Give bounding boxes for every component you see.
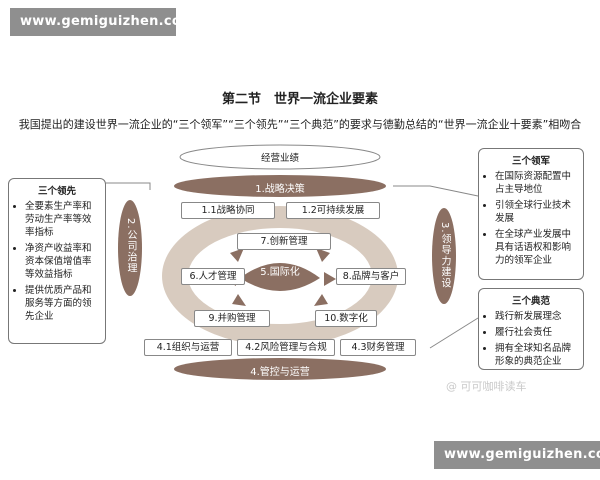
strategy-pill [174,175,386,197]
right-panel-three-leaders: 三个领军 在国际资源配置中占主导地位 引领全球行业技术发展 在全球产业发展中具有… [478,148,584,280]
control-item-4-1: 4.1组织与运营 [144,339,232,356]
governance-label: 2.公司治理 [125,218,136,274]
page-subtitle: 我国提出的建设世界一流企业的“三个领军”“三个领先”“三个典范”的要求与德勤总结… [18,118,582,131]
right-bottom-panel-title: 三个典范 [511,296,550,307]
control-pill [174,358,386,380]
watermark-top: www.gemiguizhen.com [10,8,195,36]
control-item-4-3: 4.3财务管理 [340,339,416,356]
right-top-panel-item: 在全球产业发展中具有话语权和影响力的领军企业 [495,228,577,267]
talent-box: 6.人才管理 [181,268,245,285]
leadership-label: 3.领导力建设 [439,222,450,289]
right-bottom-panel-item: 拥有全球知名品牌形象的典范企业 [495,342,577,368]
arrow-right [324,272,336,286]
left-panel-item: 提供优质产品和服务等方面的领先企业 [25,284,99,323]
source-stamp: @ 可可咖啡读车 [446,380,527,393]
governance-pill [118,200,142,296]
digital-box: 10.数字化 [315,310,377,327]
connector-left [106,182,151,190]
connector-right-top [393,185,479,197]
arrow-down-right [314,294,328,306]
left-panel-three-leading: 三个领先 全要素生产率和劳动生产率等效率指标 净资产收益率和资本保值增值率等效益… [8,178,106,344]
left-panel-item: 全要素生产率和劳动生产率等效率指标 [25,200,99,239]
brand-box: 8.品牌与客户 [336,268,406,285]
watermark-bottom: www.gemiguizhen.com [434,441,600,469]
connector-right-bottom [429,317,479,349]
page-title: 第二节 世界一流企业要素 [221,92,378,107]
leadership-pill [432,208,456,304]
right-top-panel-item: 引领全球行业技术发展 [495,199,577,225]
right-top-panel-item: 在国际资源配置中占主导地位 [495,170,577,196]
performance-label: 经营业绩 [260,153,299,164]
right-bottom-panel-item: 践行新发展理念 [495,310,577,323]
strategy-item-1-2: 1.2可持续发展 [286,202,380,219]
center-lens [240,263,320,291]
strategy-label: 1.战略决策 [255,184,305,195]
innovation-box: 7.创新管理 [237,233,331,250]
right-bottom-panel-item: 履行社会责任 [495,326,577,339]
left-panel-item: 净资产收益率和资本保值增值率等效益指标 [25,242,99,281]
arrow-down-left [232,294,246,306]
control-label: 4.管控与运营 [250,367,310,378]
left-panel-title: 三个领先 [37,186,76,197]
arrow-up-left [230,248,244,262]
right-panel-three-models: 三个典范 践行新发展理念 履行社会责任 拥有全球知名品牌形象的典范企业 [478,288,584,370]
mna-box: 9.并购管理 [194,310,270,327]
top-ellipse-shape [179,144,381,170]
control-item-4-2: 4.2风险管理与合规 [237,339,335,356]
arrow-up-right [316,248,330,262]
strategy-item-1-1: 1.1战略协同 [181,202,275,219]
internationalization-label: 5.国际化 [260,267,300,278]
right-top-panel-title: 三个领军 [511,156,550,167]
